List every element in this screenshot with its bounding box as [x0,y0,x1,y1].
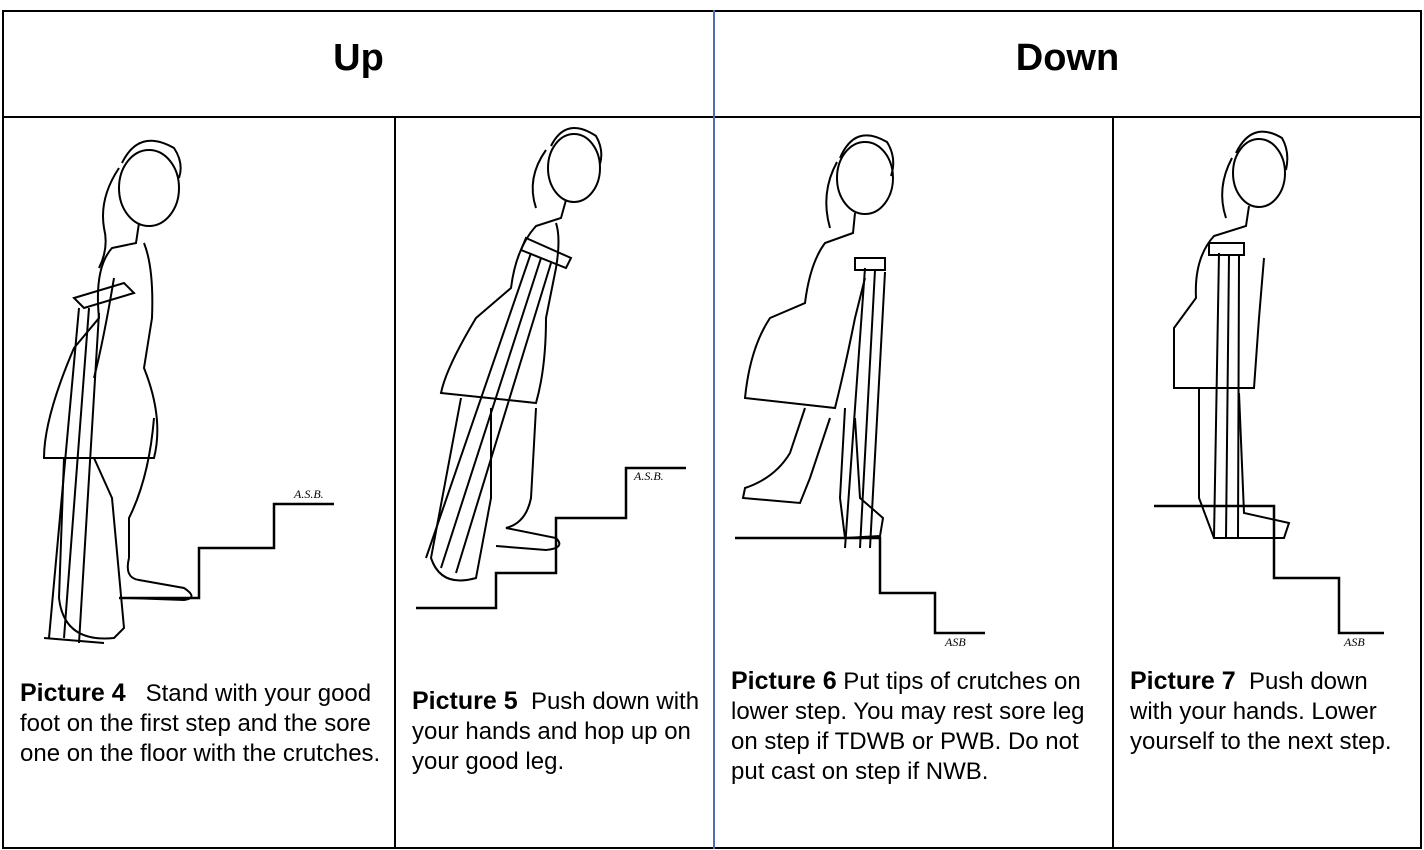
picture-6-signature: ASB [944,635,966,649]
picture-4-caption: Picture 4 Stand with your good foot on t… [20,678,386,769]
picture-7-caption: Picture 7 Push down with your hands. Low… [1130,666,1412,757]
header-up-text: Up [333,37,384,80]
picture-5-caption: Picture 5 Push down with your hands and … [412,686,705,777]
girl-crutches-hop-up-illustration: A.S.B. [396,118,713,658]
girl-crutches-lower-self-illustration: ASB [1114,118,1420,658]
picture-5-cell: A.S.B. Picture 5 Push down with your han… [396,118,713,848]
picture-6-label: Picture 6 [731,667,837,695]
picture-4-cell: A.S.B. Picture 4 Stand with your good fo… [4,118,394,848]
border-right [1420,10,1422,849]
picture-7-signature: ASB [1343,635,1365,649]
picture-6-cell: ASB Picture 6 Put tips of crutches on lo… [715,118,1112,848]
picture-5-signature: A.S.B. [633,469,664,483]
picture-7-label: Picture 7 [1130,667,1236,695]
picture-6-caption: Picture 6 Put tips of crutches on lower … [731,666,1104,787]
picture-4-signature: A.S.B. [293,487,324,501]
header-down-text: Down [1016,37,1119,80]
header-up: Up [4,0,713,116]
picture-4-label: Picture 4 [20,679,126,707]
picture-7-cell: ASB Picture 7 Push down with your hands.… [1114,118,1420,848]
picture-5-label: Picture 5 [412,687,518,715]
girl-crutches-down-step-illustration: ASB [715,118,1112,658]
girl-crutches-up-step-illustration: A.S.B. [4,118,394,658]
header-down: Down [715,0,1420,116]
